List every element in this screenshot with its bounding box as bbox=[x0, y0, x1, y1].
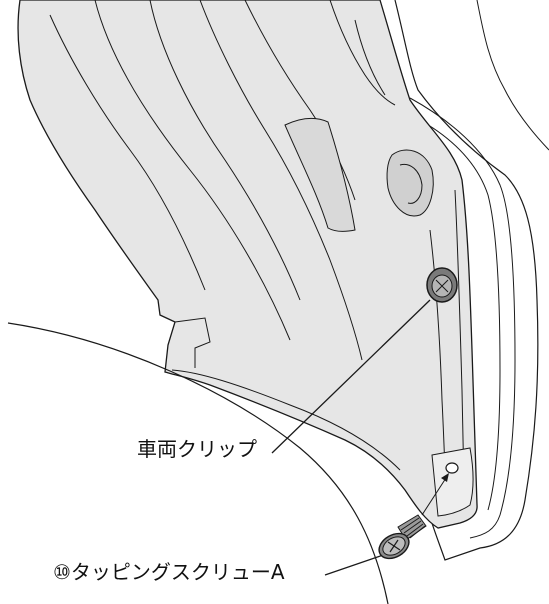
liner-rib bbox=[354, 19, 386, 96]
liner-rib bbox=[199, 0, 363, 361]
bumper-lip-line-2 bbox=[419, 119, 501, 511]
vehicle-clip bbox=[426, 267, 458, 303]
vehicle-clip-label: 車両クリップ bbox=[137, 437, 257, 461]
liner-pocket bbox=[284, 117, 356, 232]
liner-rib bbox=[49, 14, 206, 291]
liner-rib bbox=[244, 0, 356, 201]
liner-vent bbox=[386, 149, 434, 217]
bumper-edge-line bbox=[476, 0, 549, 151]
assembly-arrow-head bbox=[441, 473, 449, 482]
fender-liner bbox=[17, 0, 478, 529]
assembly-arrow-line bbox=[421, 477, 447, 516]
tapping-screw bbox=[378, 514, 427, 560]
screw-tab bbox=[431, 447, 474, 517]
liner-vent-inner bbox=[399, 163, 423, 204]
liner-rib bbox=[149, 0, 301, 301]
clip-leader-line bbox=[271, 299, 431, 454]
wheel-arch-line bbox=[7, 322, 389, 604]
wheel-arch bbox=[0, 330, 388, 604]
liner-rib bbox=[94, 0, 291, 341]
liner-rib bbox=[329, 0, 396, 106]
tapping-screw-a-label: ⑩タッピングスクリューA bbox=[53, 560, 285, 584]
bumper-lip-line bbox=[409, 97, 516, 539]
liner-bottom-flange bbox=[171, 369, 401, 471]
screw-hole bbox=[445, 462, 459, 474]
liner-bracket bbox=[174, 317, 211, 368]
